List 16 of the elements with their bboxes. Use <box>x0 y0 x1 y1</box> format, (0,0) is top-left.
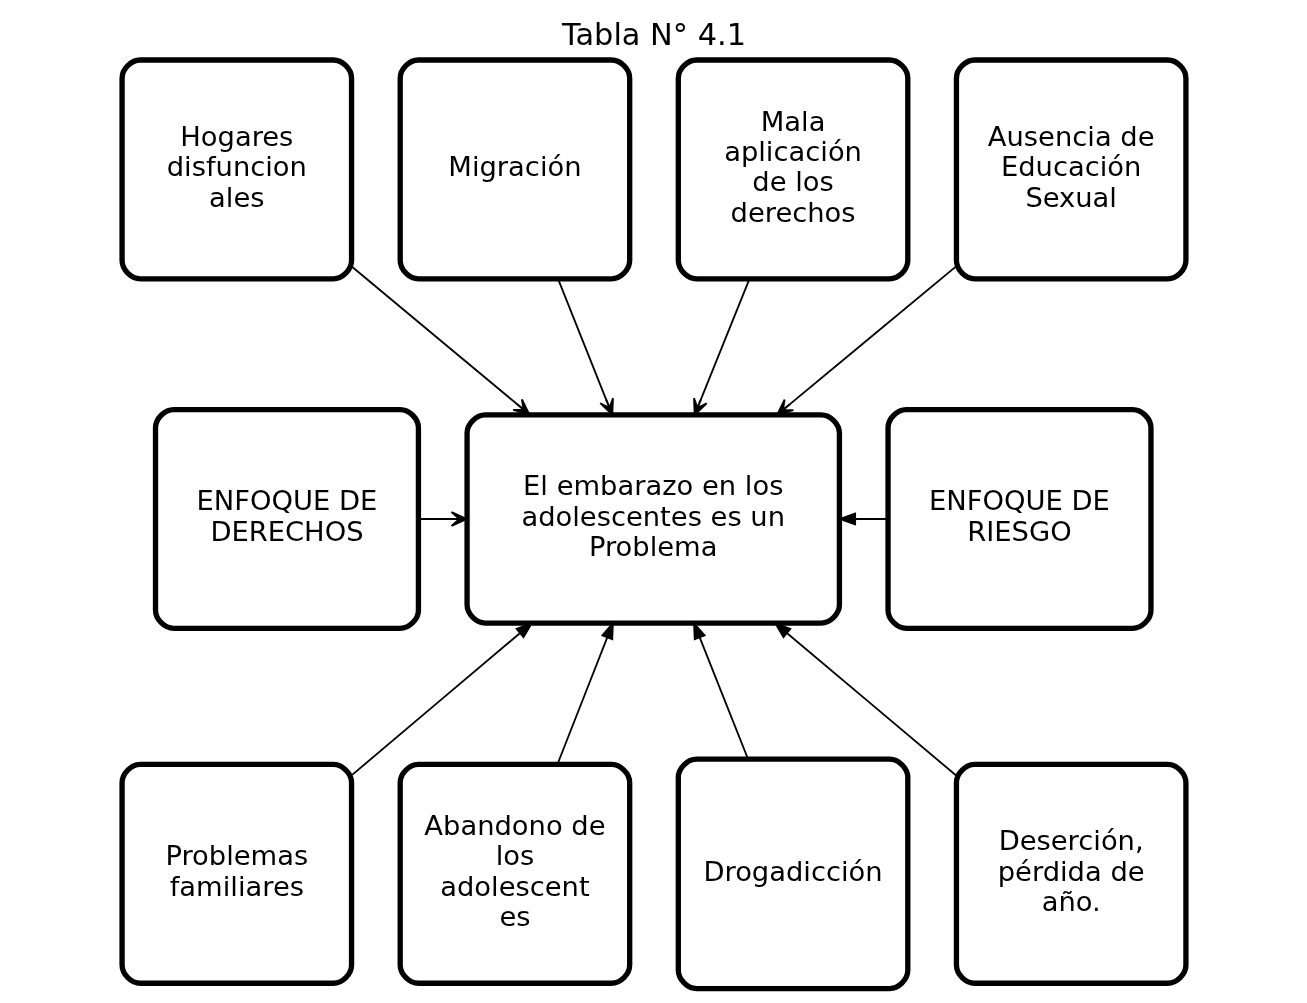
node-box: Abandono de los adolescent es <box>397 761 632 986</box>
arrow <box>556 278 614 416</box>
node-box: Problemas familiares <box>118 761 354 986</box>
node-box: ENFOQUE DE RIESGO <box>884 406 1154 632</box>
diagram-title: Tabla N° 4.1 <box>561 16 746 52</box>
node-box: El embarazo en los adolescentes es un Problema <box>463 412 842 626</box>
node-box: Migración <box>397 57 632 282</box>
node-box: ENFOQUE DE DERECHOS <box>152 406 421 632</box>
arrow <box>775 265 957 416</box>
node-box: Hogares disfuncion ales <box>118 57 354 282</box>
node-box: Deserción, pérdida de año. <box>953 761 1189 986</box>
arrow <box>692 278 750 416</box>
node-box: Mala aplicación de los derechos <box>675 57 910 282</box>
node-box: Ausencia de Educación Sexual <box>953 57 1189 282</box>
arrow <box>350 265 530 416</box>
node-box: Drogadicción <box>675 756 910 992</box>
